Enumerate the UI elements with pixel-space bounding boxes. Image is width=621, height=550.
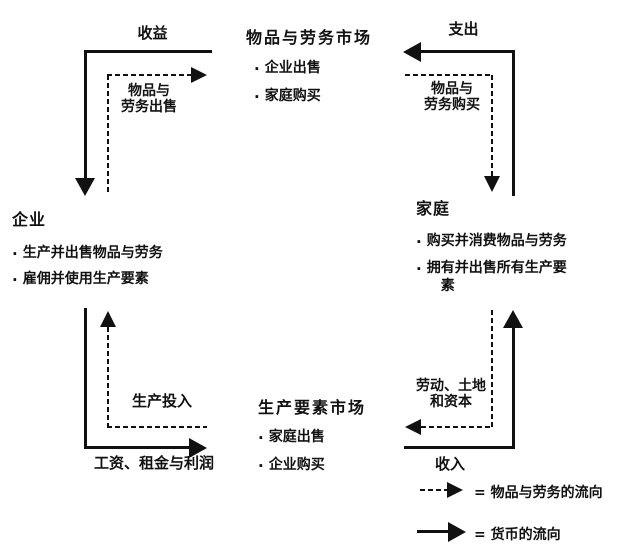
bullet-dot: · [258, 429, 264, 447]
legend-goods-arrow-line [420, 489, 447, 491]
goods-market-bullet-1: · 企业出售 [254, 60, 321, 78]
revenue-label: 收益 [137, 24, 168, 42]
wages-arrowhead-right-icon [189, 438, 207, 458]
factor-market-block: 生产要素市场 · 家庭出售 · 企业购买 [258, 394, 366, 475]
goods-sold-line-horizontal [107, 74, 191, 76]
bullet-dot: · [254, 88, 260, 106]
bullet-dot: · [416, 260, 422, 278]
legend-money-label: = 货币的流向 [474, 527, 561, 543]
spending-label: 支出 [448, 20, 479, 38]
bullet-dot: · [258, 457, 264, 475]
goods-bought-arrowhead-down-icon [484, 176, 500, 192]
revenue-arrowhead-down-icon [75, 178, 95, 196]
goods-bought-label: 物品与 劳务购买 [424, 81, 480, 114]
legend-money-arrowhead-icon [448, 522, 466, 542]
legend-goods-arrowhead-icon [447, 482, 463, 498]
revenue-line-horizontal [84, 50, 212, 53]
income-label: 收入 [434, 455, 465, 473]
firms-bullet-1: · 生产并出售物品与劳务 [12, 245, 163, 263]
goods-sold-label: 物品与 劳务出售 [121, 83, 177, 116]
households-bullet-2: · 拥有并出售所有生产要 素 [416, 260, 567, 294]
spending-arrowhead-left-icon [403, 42, 421, 62]
income-arrowhead-up-icon [503, 310, 523, 328]
wages-line-vertical [84, 308, 87, 449]
factor-market-bullet-2: · 企业购买 [258, 457, 325, 475]
inputs-line-horizontal [107, 426, 207, 428]
factors-arrowhead-left-icon [405, 419, 421, 435]
bullet-dot: · [416, 233, 422, 251]
goods-sold-line-vertical [107, 75, 109, 192]
firms-block: 企业 · 生产并出售物品与劳务 · 雇佣并使用生产要素 [12, 206, 163, 289]
goods-market-title: 物品与劳务市场 [246, 28, 373, 47]
households-bullet-1: · 购买并消费物品与劳务 [416, 233, 567, 251]
income-line-vertical [512, 327, 515, 449]
goods-market-bullet-2: · 家庭购买 [254, 88, 321, 106]
labor-land-capital-label: 劳动、土地 和资本 [416, 378, 486, 411]
wages-rent-profit-label: 工资、租金与利润 [93, 454, 214, 472]
firms-title: 企业 [12, 210, 47, 229]
bullet-dot: · [254, 60, 260, 78]
spending-line-vertical [512, 50, 515, 196]
factor-market-bullet-1: · 家庭出售 [258, 429, 325, 447]
factors-line-horizontal [421, 426, 492, 428]
wages-line-horizontal [84, 446, 189, 449]
revenue-line-vertical [84, 50, 87, 178]
bullet-dot: · [12, 271, 18, 289]
legend-money-arrow-line [417, 530, 448, 533]
production-inputs-label: 生产投入 [131, 392, 192, 410]
goods-bought-line-horizontal [405, 74, 493, 76]
firms-bullet-2: · 雇佣并使用生产要素 [12, 271, 149, 289]
inputs-arrowhead-up-icon [100, 311, 116, 327]
income-line-horizontal [404, 446, 515, 449]
goods-sold-arrowhead-right-icon [191, 67, 207, 83]
goods-market-block: 物品与劳务市场 · 企业出售 · 家庭购买 [246, 24, 372, 106]
households-title: 家庭 [416, 199, 451, 218]
households-block: 家庭 · 购买并消费物品与劳务 · 拥有并出售所有生产要 素 [416, 195, 567, 295]
goods-bought-line-vertical [491, 75, 493, 176]
inputs-line-vertical [107, 327, 109, 427]
spending-line-horizontal [421, 50, 514, 53]
factors-line-vertical [491, 310, 493, 427]
legend-goods-label: = 物品与劳务的流向 [474, 485, 603, 501]
bullet-dot: · [12, 245, 18, 263]
factor-market-title: 生产要素市场 [258, 398, 367, 417]
